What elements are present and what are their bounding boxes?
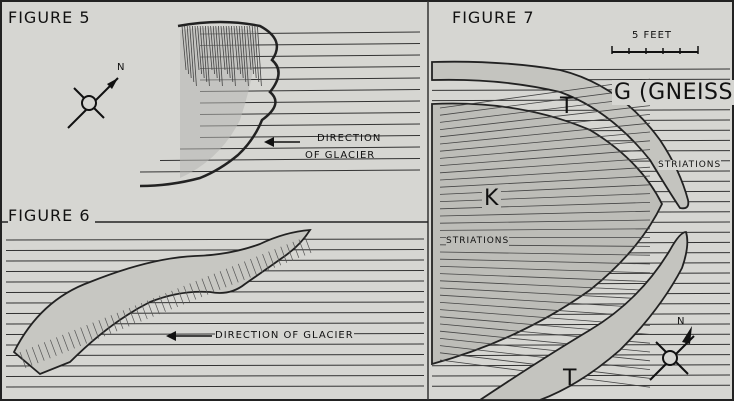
figure-7-striations-left-label: STRIATIONS (446, 236, 509, 246)
figure-7-scale-label: 5 FEET (632, 30, 672, 41)
figure-5-arrow-head (264, 137, 274, 147)
figure-7-t-upper-label: T (560, 94, 574, 119)
figure-7-scale-bar (612, 46, 698, 54)
figure-6-title: FIGURE 6 (8, 206, 95, 225)
figure-5-north-label: N (117, 62, 125, 73)
figure-5-title: FIGURE 5 (8, 8, 91, 27)
figure-5-compass (68, 78, 118, 128)
figure-5-direction-line2: OF GLACIER (305, 150, 375, 161)
figure-6-arrow-head (166, 331, 176, 341)
figure-7-k-label: K (482, 186, 501, 211)
figure-7-title: FIGURE 7 (452, 8, 535, 27)
figure-7-t-lower-label: T (563, 366, 577, 391)
figure-5-drawing (68, 22, 420, 186)
figure-7-gneiss-label: G (GNEISS) (612, 80, 734, 105)
figure-6-direction-label: DIRECTION OF GLACIER (215, 330, 354, 341)
figure-7-north-label: N (677, 316, 685, 327)
figure-6-drawing (2, 222, 428, 387)
figure-7-striations-right-label: STRIATIONS (658, 160, 721, 170)
figure-5-direction-line1: DIRECTION (317, 133, 381, 144)
